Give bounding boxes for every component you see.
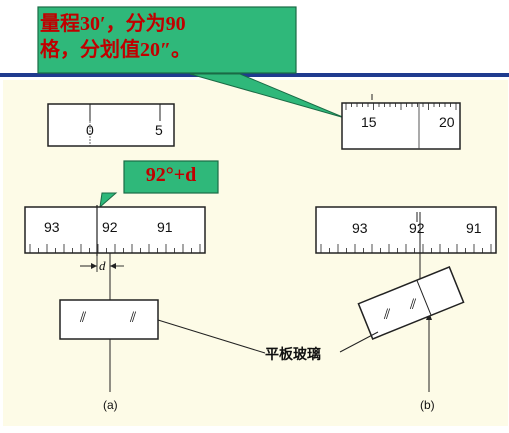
small-scale-b-ticks bbox=[345, 103, 457, 110]
small-scale-a-label-0: 0 bbox=[86, 122, 94, 138]
main-scale-a bbox=[24, 205, 206, 256]
main-scale-a-label-92: 92 bbox=[102, 219, 118, 235]
main-scale-a-label-91: 91 bbox=[157, 219, 173, 235]
glass-a-mark-1: ⫽ bbox=[80, 309, 87, 325]
glass-label: 平板玻璃 bbox=[265, 347, 321, 363]
small-scale-b-label-20: 20 bbox=[439, 114, 455, 130]
small-scale-b bbox=[341, 94, 461, 150]
main-scale-b-label-91: 91 bbox=[466, 220, 482, 236]
glass-leader-a bbox=[157, 319, 266, 354]
callout-reading-pointer bbox=[99, 192, 118, 209]
callout-pointer bbox=[189, 73, 346, 119]
main-scale-a-ticks bbox=[29, 244, 201, 253]
glass-a-mark-2: ⫽ bbox=[130, 309, 137, 325]
caption-a: (a) bbox=[103, 398, 118, 412]
small-scale-b-label-15: 15 bbox=[361, 114, 377, 130]
main-scale-a-label-93: 93 bbox=[44, 219, 60, 235]
main-scale-b-ticks bbox=[320, 244, 492, 253]
top-rule bbox=[0, 73, 509, 77]
d-label: d bbox=[99, 258, 106, 273]
small-scale-a-label-5: 5 bbox=[155, 122, 163, 138]
caption-b: (b) bbox=[420, 398, 435, 412]
glass-plate-a bbox=[59, 299, 159, 340]
small-scale-a bbox=[47, 103, 175, 147]
glass-b-mark-2: ⫽ bbox=[410, 296, 417, 312]
callout-reading-box bbox=[123, 160, 219, 194]
main-scale-b-label-92: 92 bbox=[409, 220, 425, 236]
main-scale-b bbox=[315, 206, 497, 254]
main-scale-b-label-93: 93 bbox=[352, 220, 368, 236]
glass-b-mark-1: ⫽ bbox=[384, 306, 391, 322]
glass-leader-b bbox=[339, 331, 379, 353]
glass-plate-b bbox=[357, 266, 465, 340]
callout-box bbox=[37, 6, 297, 74]
